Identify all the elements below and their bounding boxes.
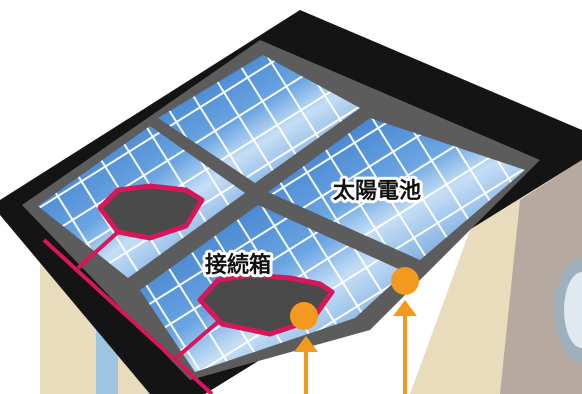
wiring [42, 230, 220, 394]
marker-dot-2 [391, 267, 419, 295]
panel-grid-right [268, 118, 525, 260]
solar-panel-label: 太陽電池 [333, 179, 421, 204]
panel-grid-top [158, 55, 360, 183]
wire-box2 [174, 320, 220, 360]
junction-box-upper [97, 183, 205, 241]
junction-box-label: 接続箱 [205, 252, 271, 278]
wire-box1 [76, 230, 120, 270]
marker-arrows [290, 267, 419, 394]
arrow-head-2 [393, 300, 417, 316]
arrow-head-1 [294, 336, 318, 352]
side-window-glass [564, 272, 582, 348]
wire-edge [42, 238, 214, 394]
marker-dot-1 [290, 302, 318, 330]
